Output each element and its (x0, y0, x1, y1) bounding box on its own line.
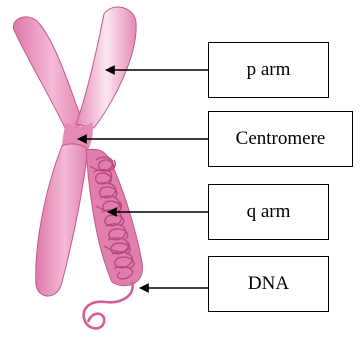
q-arm-label: q arm (208, 184, 329, 240)
dna-label: DNA (208, 256, 329, 312)
centromere-label: Centromere (208, 111, 353, 167)
upper-right-arm (76, 7, 136, 128)
lower-left-arm (36, 144, 88, 296)
dna-strand (84, 282, 133, 328)
p-arm-label: p arm (208, 42, 329, 98)
upper-left-arm (13, 17, 84, 130)
